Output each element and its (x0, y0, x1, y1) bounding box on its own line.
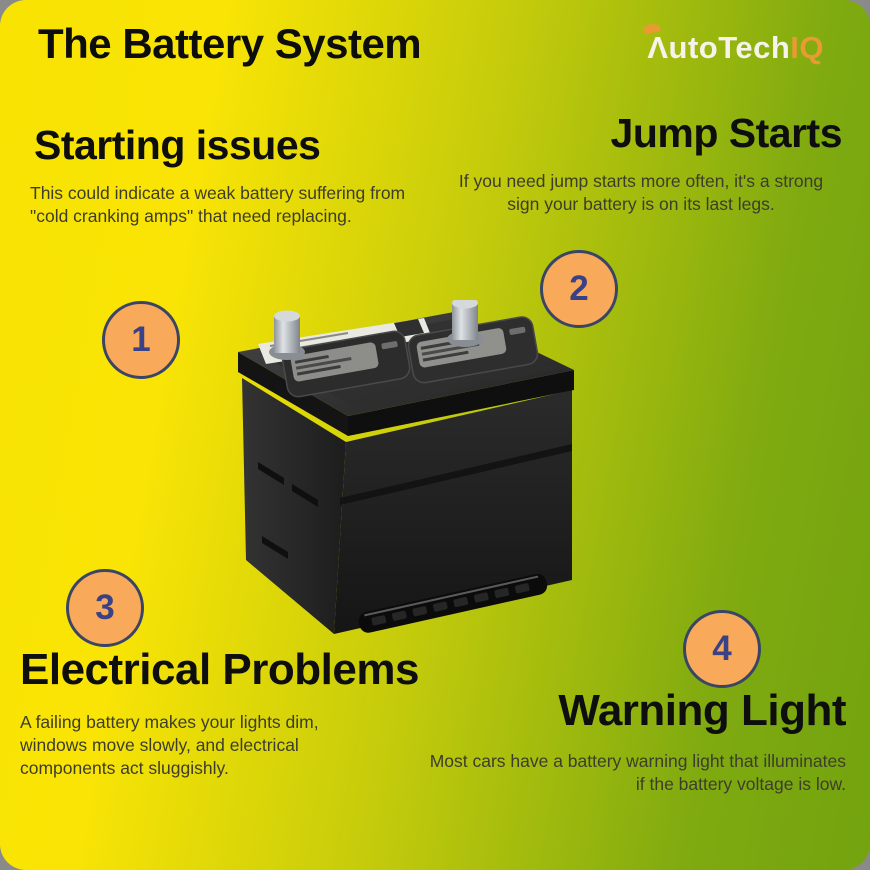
logo-text-orange: IQ (790, 30, 824, 65)
section-electrical-problems: Electrical Problems A failing battery ma… (20, 645, 490, 779)
step-badge-3: 3 (66, 569, 144, 647)
page-title: The Battery System (38, 20, 422, 67)
step-number: 1 (131, 320, 151, 359)
battery-terminal-right (447, 300, 483, 347)
section-heading: Warning Light (558, 686, 846, 735)
section-heading: Starting issues (34, 122, 321, 168)
section-body: If you need jump starts more often, it's… (458, 171, 824, 214)
section-heading: Electrical Problems (20, 645, 419, 694)
autotechiq-logo: Λ utoTech IQ (642, 22, 824, 66)
logo-lambda: Λ (647, 30, 669, 65)
section-warning-light: Warning Light Most cars have a battery w… (426, 686, 847, 796)
section-body: This could indicate a weak battery suffe… (30, 183, 406, 226)
step-number: 3 (95, 588, 115, 627)
step-number: 2 (569, 269, 589, 308)
battery-terminal-left (269, 310, 305, 360)
logo-first-letter: Λ (642, 22, 669, 66)
section-starting-issues: Starting issues This could indicate a we… (30, 122, 440, 228)
step-number: 4 (712, 629, 732, 668)
step-badge-2: 2 (540, 250, 618, 328)
section-body: A failing battery makes your lights dim,… (20, 712, 319, 778)
step-badge-4: 4 (683, 610, 761, 688)
car-battery-illustration (238, 300, 574, 634)
section-jump-starts: Jump Starts If you need jump starts more… (442, 110, 843, 216)
step-badge-1: 1 (102, 301, 180, 379)
logo-text-white: utoTech (668, 30, 791, 65)
section-heading: Jump Starts (610, 110, 843, 156)
section-body: Most cars have a battery warning light t… (429, 751, 846, 794)
